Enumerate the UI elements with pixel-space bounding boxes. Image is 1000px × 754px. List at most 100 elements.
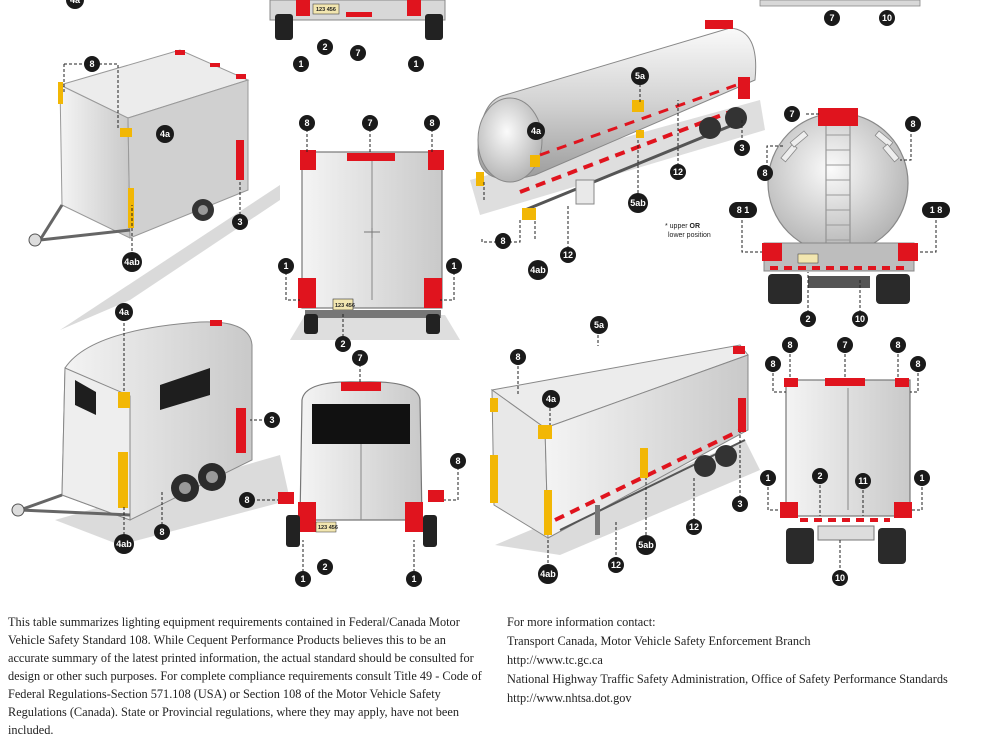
callout-badges: 4a 1 2 7 1 7 10 8 4a 4ab 3 8 7 8 1 1 2 5…: [66, 0, 950, 587]
callout-badge: 4a: [542, 390, 560, 408]
svg-text:4a: 4a: [160, 129, 171, 139]
callout-badge: 4ab: [122, 252, 142, 272]
callout-badge: 1: [408, 56, 424, 72]
svg-text:7: 7: [355, 48, 360, 58]
top-right-partial-view: [759, 0, 921, 7]
svg-text:8: 8: [910, 119, 915, 129]
callout-badge: 3: [264, 412, 280, 428]
callout-badge: 2: [335, 336, 351, 352]
callout-badge: 8: [424, 115, 440, 131]
callout-badge: 7: [350, 45, 366, 61]
svg-text:8: 8: [429, 118, 434, 128]
svg-text:8: 8: [304, 118, 309, 128]
top-rear-partial-view: 123 456: [269, 0, 446, 40]
svg-text:7: 7: [789, 109, 794, 119]
callout-badge: 2: [812, 468, 828, 484]
svg-text:10: 10: [835, 573, 845, 583]
svg-text:1: 1: [411, 574, 416, 584]
contact-heading: For more information contact:: [507, 615, 656, 629]
disclaimer-paragraph: This table summarizes lighting equipment…: [8, 615, 482, 737]
svg-text:1: 1: [413, 59, 418, 69]
svg-text:4ab: 4ab: [124, 257, 140, 267]
svg-text:8: 8: [455, 456, 460, 466]
svg-text:1: 1: [919, 473, 924, 483]
callout-badge: 4a: [66, 0, 84, 9]
callout-badge: 3: [732, 496, 748, 512]
tanker-trailer-side-view: [470, 20, 765, 220]
callout-badge: 1: [295, 571, 311, 587]
svg-text:7: 7: [829, 13, 834, 23]
van-trailer-rear-view: [780, 378, 912, 564]
contact-org-nhtsa: National Highway Traffic Safety Administ…: [507, 672, 948, 686]
callout-badge: 12: [686, 519, 702, 535]
callout-badge: 8: [510, 349, 526, 365]
svg-text:4ab: 4ab: [116, 539, 132, 549]
contact-org-transport-canada: Transport Canada, Motor Vehicle Safety E…: [507, 634, 811, 648]
contact-url-nhtsa[interactable]: http://www.nhtsa.dot.gov: [507, 691, 632, 705]
horse-trailer-side-view: [11, 320, 290, 545]
callout-badge: 10: [832, 570, 848, 586]
callout-badge: 4a: [156, 125, 174, 143]
callout-badge: 8: [890, 337, 906, 353]
callout-badge: 8: [910, 356, 926, 372]
svg-text:8: 8: [515, 352, 520, 362]
svg-text:3: 3: [739, 143, 744, 153]
callout-badge: 3: [734, 140, 750, 156]
svg-text:7: 7: [842, 340, 847, 350]
license-plate-text: 123 456: [316, 7, 336, 13]
callout-badge: 2: [317, 39, 333, 55]
callout-badge: 1: [293, 56, 309, 72]
svg-text:5a: 5a: [594, 320, 605, 330]
svg-text:1 8: 1 8: [930, 205, 943, 215]
svg-text:12: 12: [673, 167, 683, 177]
svg-text:12: 12: [689, 522, 699, 532]
svg-text:4ab: 4ab: [530, 265, 546, 275]
svg-text:12: 12: [611, 560, 621, 570]
callout-badge: 8: [299, 115, 315, 131]
svg-text:4a: 4a: [546, 394, 557, 404]
svg-text:8 1: 8 1: [737, 205, 750, 215]
contact-url-tc[interactable]: http://www.tc.gc.ca: [507, 653, 603, 667]
svg-text:1: 1: [300, 574, 305, 584]
callout-badge: 7: [362, 115, 378, 131]
svg-text:1: 1: [298, 59, 303, 69]
svg-text:7: 7: [357, 353, 362, 363]
callout-badge: 2: [800, 311, 816, 327]
svg-text:5ab: 5ab: [638, 540, 654, 550]
svg-text:1: 1: [283, 261, 288, 271]
svg-text:4a: 4a: [119, 307, 130, 317]
callout-badge: 8: [495, 233, 511, 249]
callout-badge: 8: [239, 492, 255, 508]
callout-badge: 7: [784, 106, 800, 122]
svg-text:8: 8: [244, 495, 249, 505]
callout-badge: 3: [232, 214, 248, 230]
svg-text:8: 8: [500, 236, 505, 246]
callout-badge: 1 8: [922, 202, 950, 218]
license-plate-text: 123 456: [335, 303, 355, 309]
box-trailer-side-view: [28, 49, 280, 330]
svg-text:5a: 5a: [635, 71, 646, 81]
svg-text:8: 8: [159, 527, 164, 537]
svg-text:8: 8: [762, 168, 767, 178]
callout-badge: 7: [352, 350, 368, 366]
svg-text:8: 8: [915, 359, 920, 369]
callout-badge: 5ab: [636, 535, 656, 555]
svg-text:4a: 4a: [70, 0, 81, 5]
callout-badge: 8 1: [729, 202, 757, 218]
callout-badge: 4ab: [114, 534, 134, 554]
callout-badge: 8: [450, 453, 466, 469]
note-line2: lower position: [668, 232, 711, 239]
svg-text:7: 7: [367, 118, 372, 128]
callout-badge: 8: [84, 56, 100, 72]
svg-text:3: 3: [737, 499, 742, 509]
callout-badge: 4a: [527, 122, 545, 140]
callout-badge: 1: [914, 470, 930, 486]
svg-text:1: 1: [765, 473, 770, 483]
callout-badge: 5ab: [628, 193, 648, 213]
callout-badge: 10: [879, 10, 895, 26]
callout-badge: 4ab: [528, 260, 548, 280]
svg-text:8: 8: [770, 359, 775, 369]
svg-text:5ab: 5ab: [630, 198, 646, 208]
svg-text:2: 2: [340, 339, 345, 349]
svg-text:2: 2: [805, 314, 810, 324]
